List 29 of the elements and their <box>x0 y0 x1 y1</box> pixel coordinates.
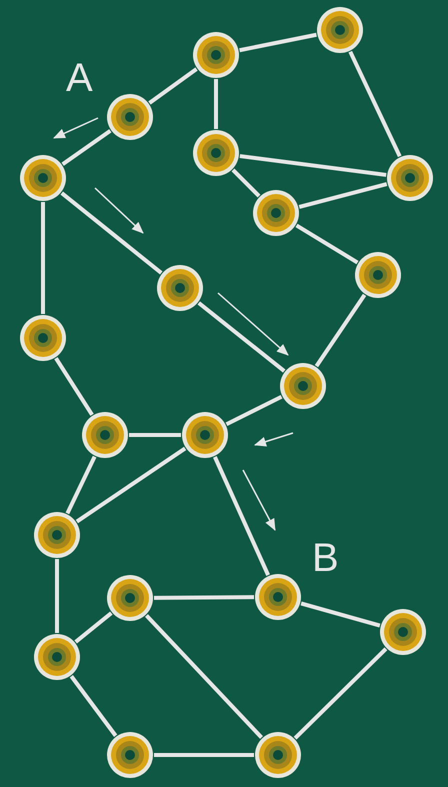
edge-line <box>298 182 388 209</box>
edge-line <box>154 595 254 600</box>
edge-line <box>60 191 163 275</box>
edge-line <box>74 612 113 644</box>
edge-line <box>145 614 263 739</box>
edge-line <box>295 224 359 264</box>
edge-line <box>314 294 366 368</box>
edge-line <box>348 50 402 158</box>
edge-line <box>232 168 260 198</box>
edge-line <box>76 446 186 524</box>
edge-line <box>226 394 282 426</box>
edge-line <box>66 456 96 514</box>
edge-line <box>54 357 94 416</box>
edge-line <box>148 67 198 105</box>
edge-line <box>154 753 254 757</box>
edge-line <box>41 202 45 314</box>
point-label: A <box>66 58 93 98</box>
edge-line <box>198 301 286 373</box>
edge-line <box>294 647 388 740</box>
edge-line <box>70 675 118 737</box>
edge-line <box>62 129 112 166</box>
point-label: B <box>312 538 339 578</box>
edge-line <box>213 456 270 576</box>
edge-line <box>55 559 59 633</box>
edge-line <box>214 79 218 129</box>
edge-line <box>129 433 181 437</box>
edge-line <box>239 32 317 52</box>
edge-line <box>240 154 386 177</box>
edge-line <box>300 602 380 628</box>
